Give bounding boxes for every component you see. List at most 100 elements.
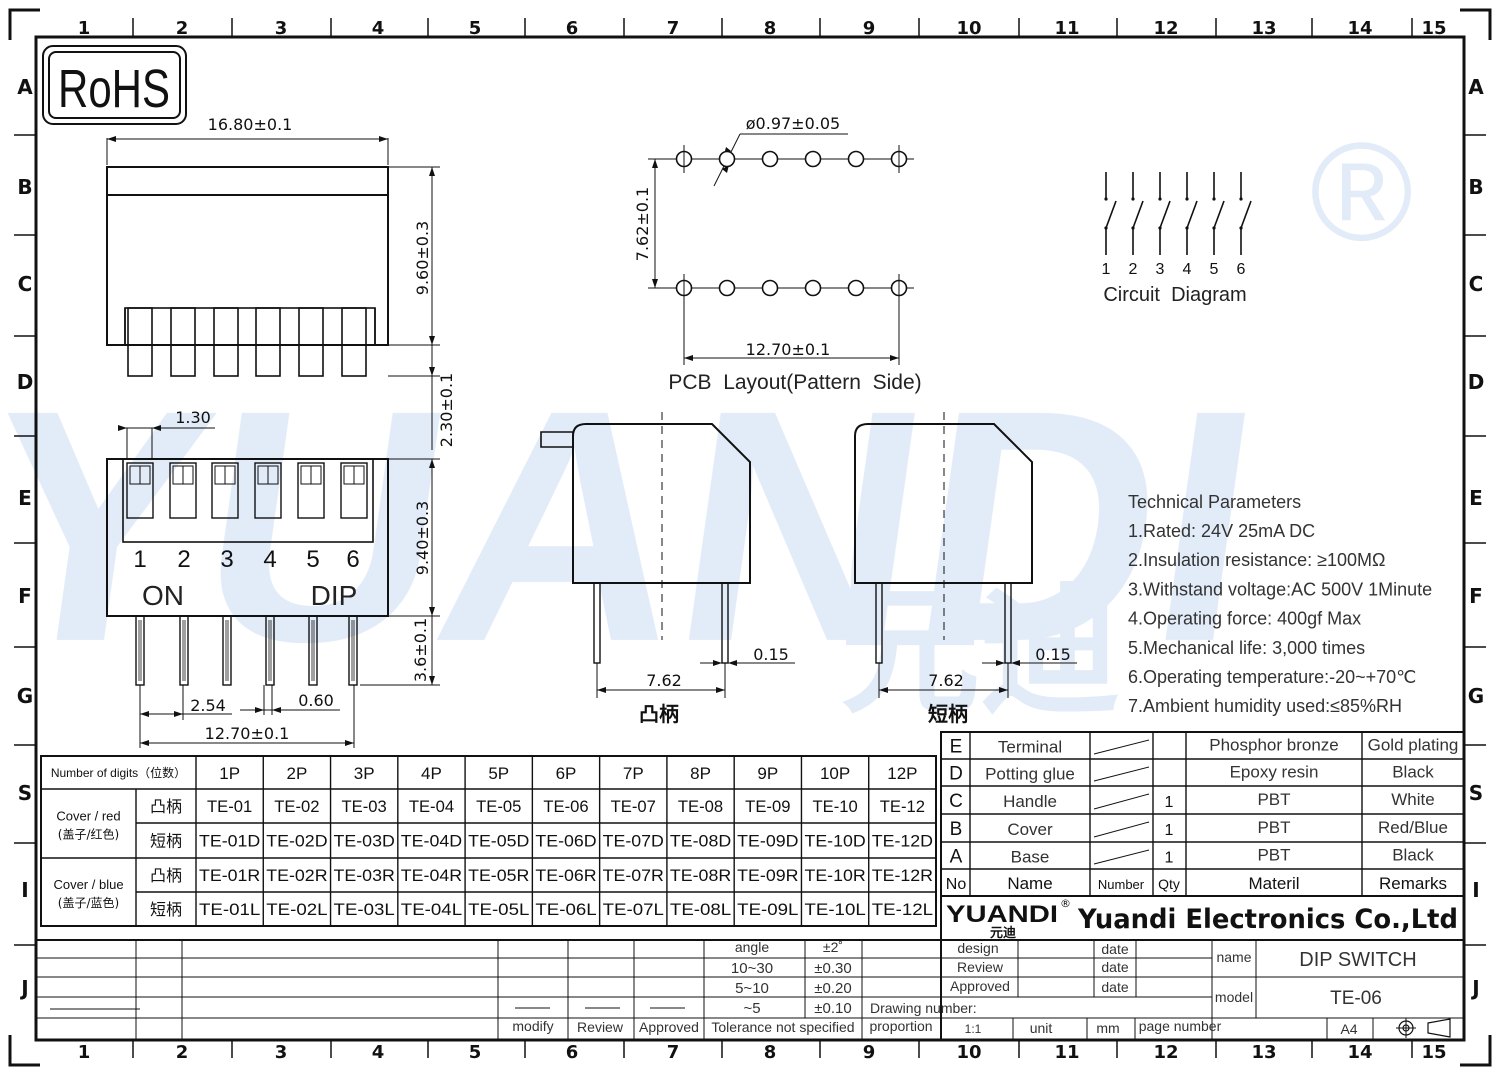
part-number-cell: TE-04	[409, 797, 454, 816]
watermark-cn: 元迪	[840, 571, 1120, 734]
row-label-left: S	[18, 781, 32, 805]
company-bar: YUANDI 元迪 ® Yuandi Electronics Co.,Ltd	[940, 895, 1465, 941]
part-number-cell: TE-06	[543, 797, 588, 816]
technical-line: 3.Withstand voltage:AC 500V 1Minute	[1128, 579, 1432, 599]
column-label-bottom: 1	[78, 1042, 91, 1063]
part-number-cell: TE-09D	[737, 832, 798, 851]
pcb-layout: ø0.97±0.05 7.62±0.1 12.70±0.1 PCB Layout…	[633, 114, 922, 394]
column-label-top: 13	[1251, 18, 1276, 39]
column-label-bottom: 12	[1153, 1042, 1178, 1063]
side-view-short: 7.62 0.15 短柄	[854, 412, 1077, 726]
column-label-bottom: 2	[176, 1042, 189, 1063]
part-number-cell: TE-10	[812, 797, 857, 816]
front-switch-number: 3	[220, 546, 233, 573]
part-number-cell: TE-12D	[872, 832, 933, 851]
row-label-right: I	[1472, 878, 1479, 902]
handle-type: 凸柄	[150, 866, 182, 885]
bom-header-material: Materil	[1248, 874, 1299, 893]
bom-header-remarks: Remarks	[1379, 874, 1447, 893]
column-label-top: 15	[1421, 18, 1446, 39]
part-number-cell: TE-01R	[199, 866, 260, 885]
bom-header-number: Number	[1098, 877, 1145, 892]
part-number-cell: TE-06D	[535, 832, 596, 851]
tolerance-range: 10~30	[731, 960, 773, 977]
part-number-cell: TE-10D	[804, 832, 865, 851]
bom-row-material: PBT	[1257, 846, 1290, 865]
circuit-number: 6	[1237, 261, 1246, 278]
row-label-right: F	[1469, 584, 1483, 608]
bom-row-remarks: Black	[1392, 846, 1434, 865]
technical-line: 1.Rated: 24V 25mA DC	[1128, 521, 1315, 541]
digits-column-header: 4P	[421, 764, 442, 783]
pcb-span-dim: 12.70±0.1	[746, 340, 831, 359]
watermark: YUANDI ® 元迪	[0, 113, 1413, 734]
part-number-cell: TE-03L	[334, 900, 395, 919]
part-number-cell: TE-02D	[266, 832, 327, 851]
technical-parameters: Technical Parameters 1.Rated: 24V 25mA D…	[1128, 492, 1432, 716]
bom-row-name: Terminal	[998, 738, 1062, 757]
tolerance-angle: angle	[735, 939, 769, 955]
bom-row-qty: 1	[1165, 794, 1174, 811]
company-name: Yuandi Electronics Co.,Ltd	[1077, 904, 1458, 935]
bom-row-material: PBT	[1257, 790, 1290, 809]
rohs-mark: RoHS	[42, 45, 187, 125]
date-label: date	[1101, 941, 1128, 957]
revision-review: Review	[577, 1019, 624, 1035]
cover-group-label: Cover / blue	[53, 877, 123, 892]
bom-header-name: Name	[1007, 874, 1052, 893]
circuit-caption: Circuit Diagram	[1103, 284, 1246, 306]
part-number-cell: TE-05L	[468, 900, 529, 919]
front-dip-label: DIP	[311, 580, 358, 611]
column-label-bottom: 6	[566, 1042, 579, 1063]
scale-value: 1:1	[965, 1022, 982, 1036]
technical-line: 5.Mechanical life: 3,000 times	[1128, 638, 1365, 658]
side-view-raised: 7.62 0.15 凸柄	[540, 412, 795, 726]
bom-header-qty: Qty	[1158, 876, 1180, 892]
column-label-top: 9	[863, 18, 876, 39]
part-number-cell: TE-03R	[334, 866, 395, 885]
part-number-cell: TE-05	[476, 797, 521, 816]
row-label-right: G	[1468, 684, 1484, 708]
circuit-number: 4	[1183, 261, 1192, 278]
part-number-cell: TE-05D	[468, 832, 529, 851]
tolerance-value: ±0.20	[814, 980, 851, 997]
revision-modify: modify	[512, 1018, 553, 1034]
row-label-right: B	[1468, 175, 1483, 199]
date-label: date	[1101, 979, 1128, 995]
page-number-label: page number	[1139, 1018, 1222, 1034]
column-label-bottom: 9	[863, 1042, 876, 1063]
front-pitch-dim: 1.30	[175, 408, 211, 427]
bom-row-qty: 1	[1165, 850, 1174, 867]
approved-label: Approved	[950, 978, 1010, 994]
front-pin-width-dim: 0.60	[298, 691, 334, 710]
top-width-dim: 16.80±0.1	[208, 115, 293, 134]
part-number-cell: TE-04D	[401, 832, 462, 851]
column-label-bottom: 14	[1347, 1042, 1372, 1063]
part-number-cell: TE-08R	[670, 866, 731, 885]
digits-column-header: 2P	[287, 764, 308, 783]
row-label-left: I	[21, 878, 28, 902]
bom-row-material: Epoxy resin	[1230, 763, 1319, 782]
row-label-left: D	[17, 370, 34, 394]
column-label-bottom: 3	[275, 1042, 288, 1063]
bom-row-remarks: Black	[1392, 763, 1434, 782]
bom-row-name: Potting glue	[985, 765, 1075, 784]
front-height-dim: 9.40±0.3	[413, 501, 432, 575]
cover-group-sub: (盖子/蓝色)	[58, 896, 119, 910]
part-number-cell: TE-04R	[401, 866, 462, 885]
bom-row-material: Phosphor bronze	[1209, 736, 1338, 755]
part-number-cell: TE-12R	[872, 866, 933, 885]
row-label-right: S	[1469, 781, 1483, 805]
front-switch-number: 5	[306, 546, 319, 573]
column-label-top: 3	[275, 18, 288, 39]
watermark-text: YUANDI	[0, 342, 1277, 710]
name-label: name	[1216, 949, 1251, 965]
part-number-cell: TE-07R	[603, 866, 664, 885]
watermark-registered: ®	[1310, 113, 1413, 270]
part-number-cell: TE-09L	[737, 900, 798, 919]
circuit-number: 1	[1102, 261, 1111, 278]
